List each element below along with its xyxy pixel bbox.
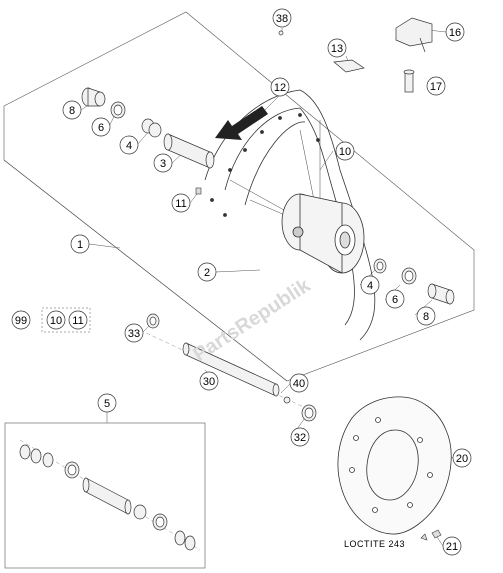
svg-text:38: 38: [276, 13, 288, 25]
wheel-assembly-frame: [3, 11, 475, 382]
callout-4-left: 4: [119, 135, 139, 155]
callout-8-right: 8: [416, 306, 436, 326]
callout-11-group: 11: [68, 310, 88, 330]
svg-text:10: 10: [50, 315, 62, 327]
svg-text:12: 12: [274, 82, 286, 94]
callout-32: 32: [290, 427, 310, 447]
callout-3: 3: [153, 153, 173, 173]
axle-parts: [146, 313, 317, 422]
svg-text:16: 16: [449, 27, 461, 39]
svg-text:20: 20: [456, 453, 468, 465]
svg-text:8: 8: [69, 105, 75, 117]
callout-17: 17: [426, 76, 446, 96]
hub: [281, 193, 365, 274]
svg-text:4: 4: [367, 280, 373, 292]
svg-text:1: 1: [77, 239, 83, 251]
svg-text:30: 30: [203, 376, 215, 388]
callout-6-left: 6: [91, 117, 111, 137]
brake-disc: [337, 396, 452, 535]
svg-text:3: 3: [160, 158, 166, 170]
callout-5: 5: [97, 393, 117, 413]
callout-2: 2: [197, 262, 217, 282]
callout-21: 21: [442, 536, 462, 556]
callout-8-left: 8: [62, 100, 82, 120]
svg-text:13: 13: [331, 43, 343, 55]
top-right-parts: [278, 17, 433, 93]
callout-40: 40: [289, 373, 309, 393]
svg-text:32: 32: [294, 432, 306, 444]
repair-kit-box: [4, 422, 206, 569]
svg-text:40: 40: [293, 378, 305, 390]
callout-16: 16: [445, 22, 465, 42]
repair-kit-parts: [19, 444, 196, 551]
callout-13: 13: [327, 38, 347, 58]
disc-screw: [420, 529, 442, 541]
svg-text:6: 6: [98, 122, 104, 134]
spoke-nipple-part: [195, 187, 202, 195]
callout-30: 30: [199, 371, 219, 391]
watermark-text: PartsRepublik: [189, 274, 315, 366]
left-hub-parts: [81, 87, 215, 169]
svg-text:5: 5: [104, 398, 110, 410]
callout-12: 12: [270, 77, 290, 97]
svg-text:17: 17: [430, 81, 442, 93]
callout-6-right: 6: [385, 289, 405, 309]
callout-1: 1: [70, 234, 90, 254]
svg-text:11: 11: [72, 315, 83, 327]
svg-text:4: 4: [126, 140, 132, 152]
callout-4-right: 4: [360, 275, 380, 295]
callout-33: 33: [124, 323, 144, 343]
callout-10-top: 10: [335, 141, 355, 161]
callout-20: 20: [452, 448, 472, 468]
svg-text:8: 8: [423, 311, 429, 323]
loctite-label: LOCTITE 243: [344, 539, 405, 549]
svg-text:99: 99: [15, 315, 27, 327]
right-hub-parts: [373, 258, 455, 305]
callout-38: 38: [272, 8, 292, 28]
svg-text:21: 21: [446, 541, 458, 553]
callout-99: 99: [11, 310, 31, 330]
callout-11-top: 11: [171, 193, 191, 213]
callout-10-group: 10: [46, 310, 66, 330]
svg-text:2: 2: [204, 267, 210, 279]
rotation-arrow-icon: [215, 106, 268, 140]
callout-group-box: [41, 307, 91, 333]
svg-text:33: 33: [128, 328, 140, 340]
svg-text:11: 11: [175, 198, 186, 210]
svg-text:10: 10: [339, 146, 351, 158]
svg-text:6: 6: [392, 294, 398, 306]
